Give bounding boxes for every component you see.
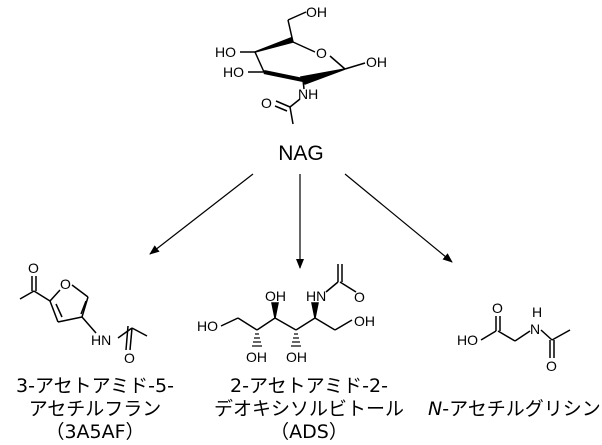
- nag-gly-amide-o: O: [546, 358, 557, 374]
- caption-3a5af-line3: （3A5AF）: [45, 421, 145, 443]
- nag-gly-nh-h: H: [532, 304, 542, 320]
- reaction-arrows: [149, 173, 453, 269]
- 3a5af-hn: HN: [91, 332, 111, 348]
- n-acetylglycine-structure: [480, 316, 571, 358]
- ads-hn: HN: [306, 288, 326, 304]
- caption-ads-line3: （ADS）: [270, 421, 348, 443]
- caption-3a5af-line1: 3-アセトアミド-5-: [16, 375, 174, 397]
- nag-structure: [240, 11, 366, 125]
- 3a5af-amide-o: O: [124, 350, 135, 366]
- nag-oh-top: OH: [306, 4, 327, 20]
- nag-nh: NH: [298, 86, 318, 102]
- ads-oh-bot1: OH: [246, 349, 267, 365]
- caption-n-prefix: N: [428, 398, 443, 420]
- 3a5af-structure: [19, 276, 148, 351]
- ads-structure: [220, 264, 357, 347]
- caption-ads-line1: 2-アセトアミド-2-: [230, 375, 388, 397]
- caption-3a5af: 3-アセトアミド-5- アセチルフラン （3A5AF）: [2, 375, 188, 444]
- nag-gly-ho: HO: [457, 332, 478, 348]
- nag-gly-n: N: [530, 321, 540, 337]
- nag-ho-left: HO: [215, 44, 236, 60]
- caption-ads: 2-アセトアミド-2- デオキシソルビトール （ADS）: [190, 375, 428, 444]
- nag-ring-o: O: [316, 45, 327, 61]
- arrow-to-3a5af: [149, 173, 254, 255]
- nag-label: NAG: [278, 142, 324, 165]
- nag-carbonyl-o: O: [261, 95, 272, 111]
- 3a5af-ketone-o: O: [28, 260, 39, 276]
- nag-gly-acid-o: O: [492, 300, 503, 316]
- ads-oh-bot2: OH: [286, 349, 307, 365]
- ads-oh-top1: OH: [265, 288, 286, 304]
- caption-ads-line2: デオキシソルビトール: [213, 398, 404, 420]
- caption-3a5af-line2: アセチルフラン: [28, 398, 162, 420]
- 3a5af-ring-o: O: [60, 276, 71, 292]
- nag-ho-lower: HO: [223, 64, 244, 80]
- caption-n-acetylglycine: N-アセチルグリシン: [428, 398, 601, 421]
- ads-amide-o: O: [354, 289, 365, 305]
- arrow-to-n-acetylglycine: [344, 173, 453, 263]
- caption-n-rest: -アセチルグリシン: [442, 398, 601, 420]
- nag-oh-right: OH: [366, 54, 387, 70]
- ads-ho-left: HO: [197, 318, 218, 334]
- ads-oh-right: OH: [354, 313, 375, 329]
